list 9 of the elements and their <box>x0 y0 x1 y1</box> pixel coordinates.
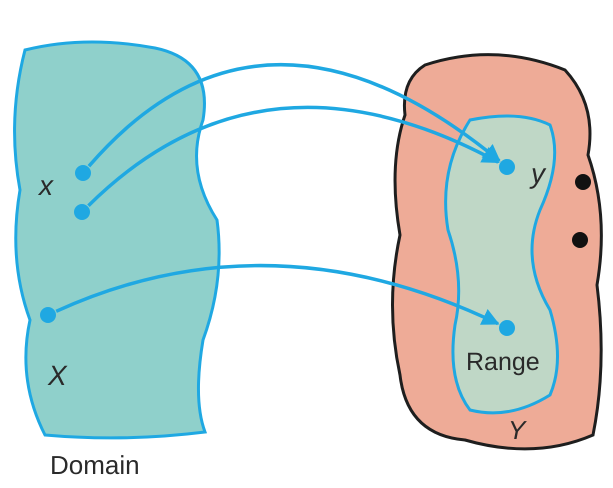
element-label: x <box>39 172 53 200</box>
set-caption: Domain <box>50 452 140 478</box>
set-label: Y <box>508 417 526 443</box>
set-label: X <box>48 362 67 390</box>
mapping-arrow <box>56 264 500 326</box>
element-label: y <box>531 160 545 188</box>
mapping-arrow <box>87 106 500 207</box>
set-label: Range <box>466 350 540 375</box>
mapping-arrow <box>88 62 501 168</box>
